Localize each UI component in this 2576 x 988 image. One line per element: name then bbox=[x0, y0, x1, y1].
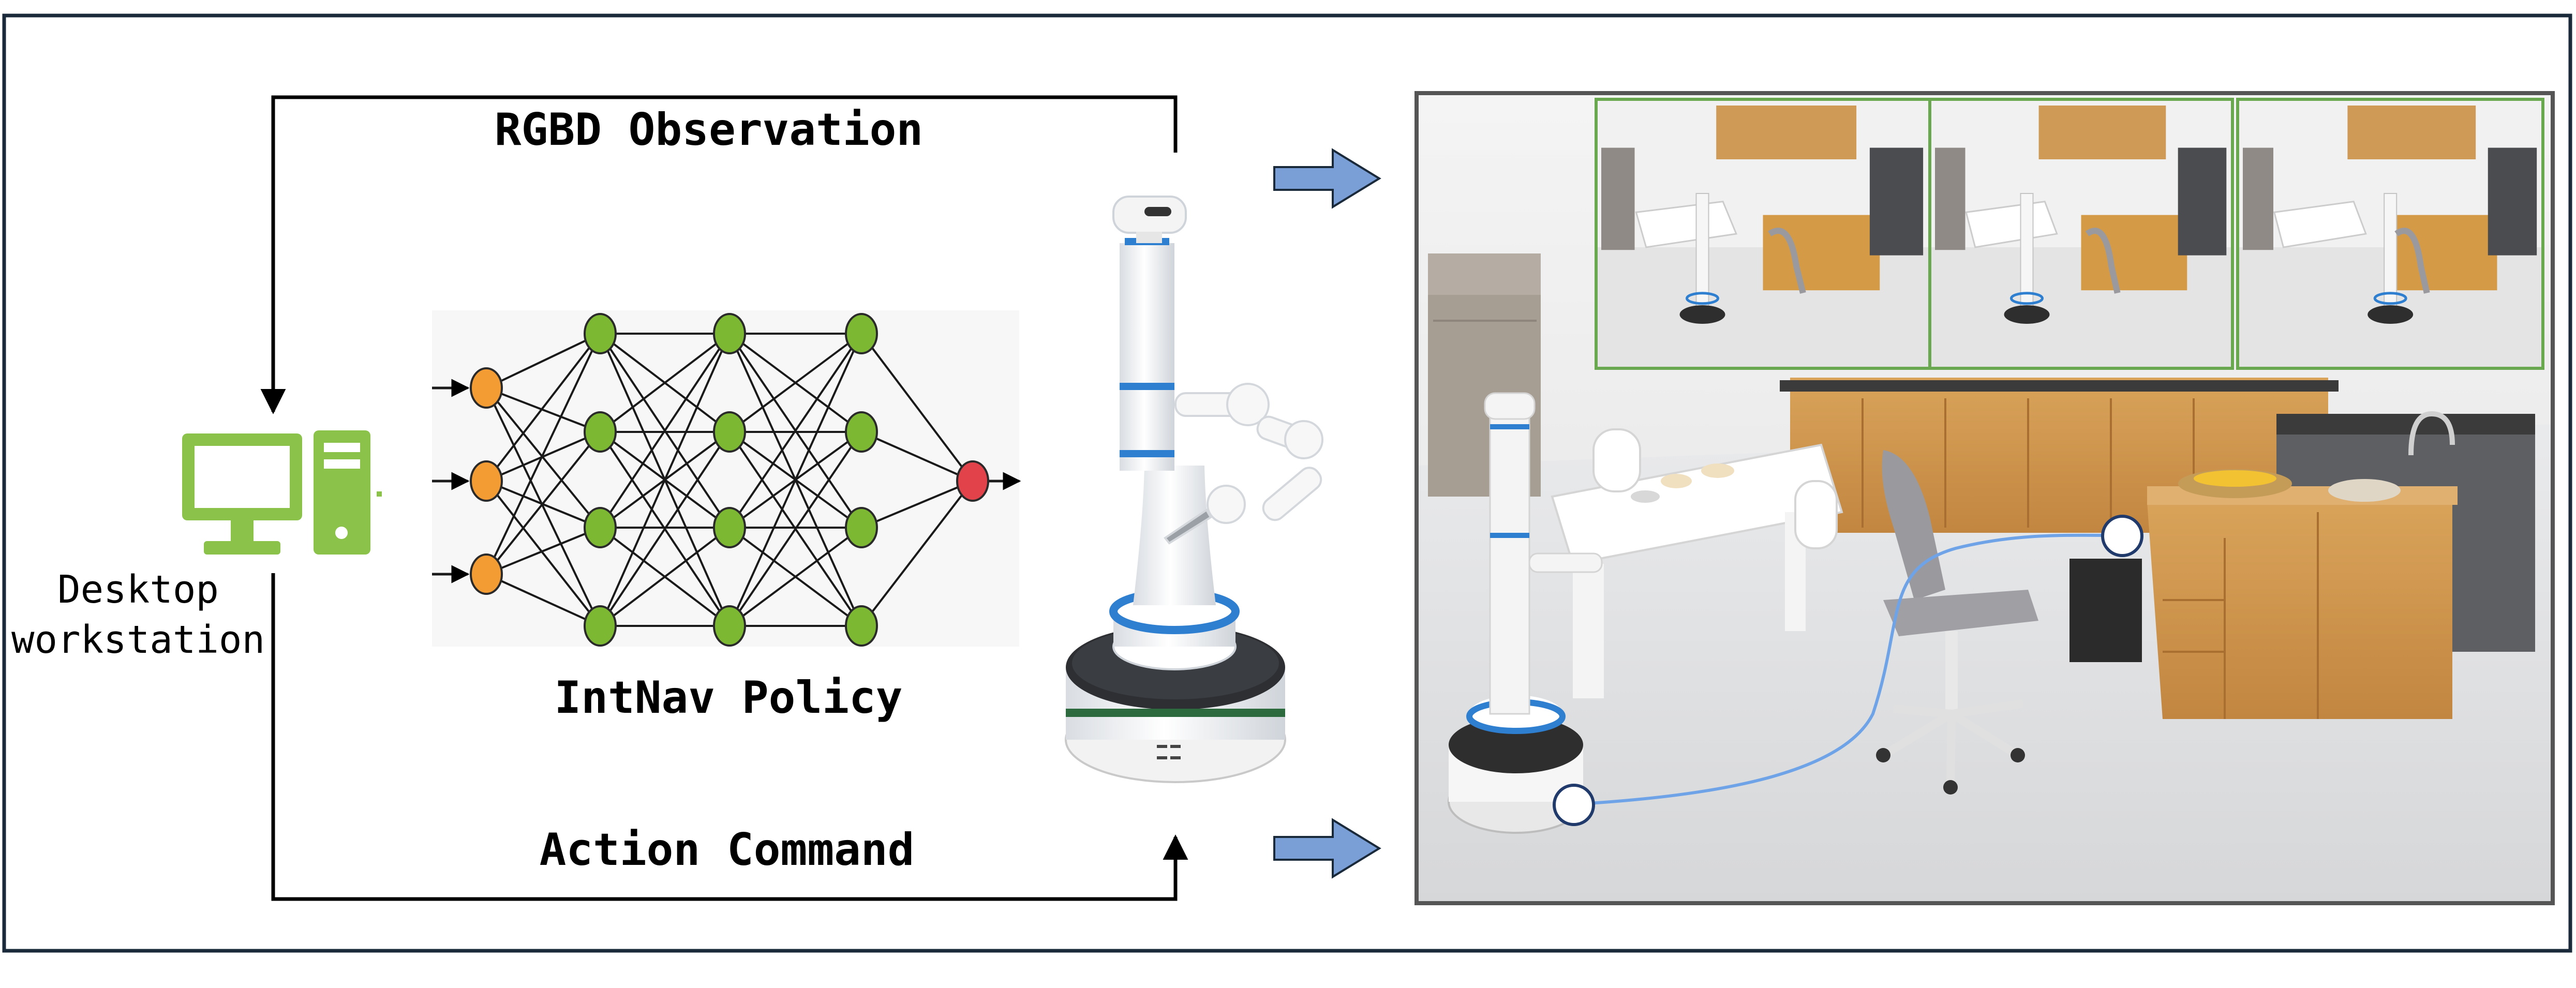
network-edge bbox=[486, 387, 601, 433]
network-input-node bbox=[470, 553, 503, 595]
network-hidden-node bbox=[713, 605, 746, 647]
network-edge bbox=[861, 431, 973, 482]
network-hidden-node bbox=[584, 507, 617, 548]
network-edge bbox=[486, 527, 601, 575]
network-edge bbox=[860, 333, 974, 482]
network-edge bbox=[728, 333, 862, 433]
mobile-manipulator-robot bbox=[1065, 196, 1323, 783]
action-command-line bbox=[271, 573, 1188, 901]
robot-in-photo bbox=[1448, 392, 1603, 834]
network-edge bbox=[486, 333, 601, 389]
photo-border bbox=[1414, 91, 2555, 905]
network-hidden-node bbox=[584, 411, 617, 453]
network-edge bbox=[728, 527, 862, 627]
office-chair bbox=[1876, 450, 2038, 795]
rgbd-observation-line bbox=[260, 95, 1178, 414]
network-edge bbox=[861, 480, 973, 529]
block-arrow-lower bbox=[1273, 818, 1381, 879]
desktop-label-line1: Desktop bbox=[57, 567, 219, 612]
network-edge bbox=[599, 527, 731, 627]
network-edge bbox=[599, 333, 731, 433]
navigation-trajectory bbox=[1572, 533, 2122, 806]
rgbd-observation-label: RGBD Observation bbox=[495, 104, 923, 156]
network-edge bbox=[728, 333, 862, 529]
network-edge bbox=[485, 480, 601, 627]
network-edge bbox=[486, 431, 601, 482]
desktop-label-line2: workstation bbox=[11, 618, 265, 662]
network-hidden-node bbox=[584, 605, 617, 647]
network-edge bbox=[599, 333, 731, 626]
network-edge bbox=[485, 333, 601, 575]
trajectory-goal-marker bbox=[2101, 515, 2143, 557]
network-edge bbox=[485, 333, 601, 482]
block-arrow-upper bbox=[1273, 148, 1381, 209]
action-command-label: Action Command bbox=[540, 824, 915, 876]
network-edge bbox=[485, 387, 601, 626]
network-edge bbox=[599, 333, 731, 529]
network-edge bbox=[485, 431, 601, 575]
inset-frame-1 bbox=[1595, 98, 1931, 370]
network-hidden-node bbox=[713, 411, 746, 453]
network-hidden-node bbox=[713, 507, 746, 548]
trajectory-start-marker bbox=[1553, 784, 1595, 826]
network-input-node bbox=[470, 367, 503, 409]
network-output-node bbox=[956, 460, 989, 502]
network-edge bbox=[485, 387, 601, 529]
network-hidden-node bbox=[845, 313, 878, 354]
environment-photo bbox=[1417, 93, 2553, 903]
network-panel-bg bbox=[432, 310, 1019, 647]
network-input-node bbox=[470, 460, 503, 502]
network-hidden-node bbox=[845, 411, 878, 453]
network-edge bbox=[728, 431, 862, 627]
network-hidden-node bbox=[713, 313, 746, 354]
network-hidden-node bbox=[845, 605, 878, 647]
network-hidden-node bbox=[584, 313, 617, 354]
neural-network bbox=[432, 313, 1021, 647]
network-hidden-node bbox=[845, 507, 878, 548]
network-edge bbox=[728, 333, 862, 626]
policy-label: IntNav Policy bbox=[554, 672, 902, 724]
desktop-computer-icon bbox=[182, 430, 382, 555]
inset-frame-2 bbox=[1928, 98, 2234, 370]
inset-frame-3 bbox=[2236, 98, 2544, 370]
feedback-loop bbox=[260, 95, 1188, 901]
network-edge bbox=[860, 480, 974, 627]
network-edge bbox=[599, 431, 731, 627]
network-edge bbox=[486, 573, 601, 627]
